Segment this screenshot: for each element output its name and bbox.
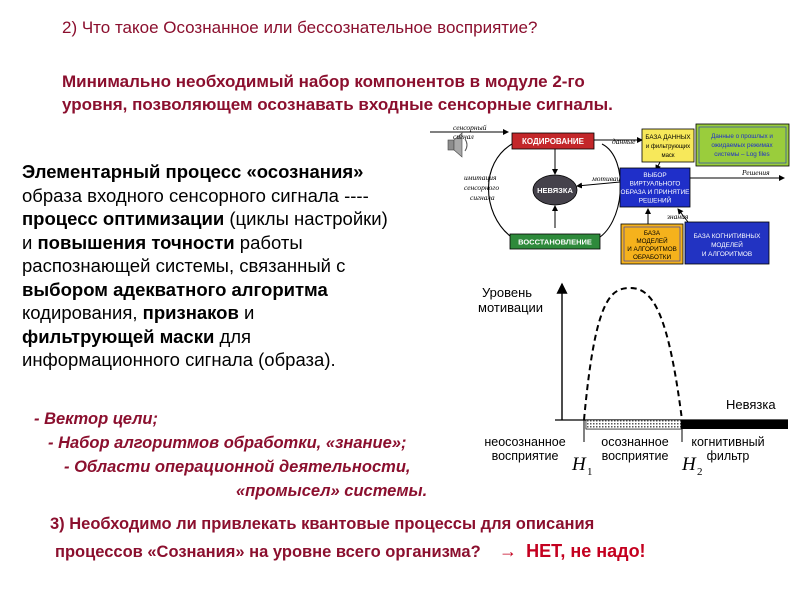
past-data-box: Данные о прошлых и ожидаемых режимах сис… (695, 123, 790, 167)
models-label-3: И АЛГОРИТМОВ (627, 246, 677, 253)
past-data-label-1: Данные о прошлых и (711, 133, 773, 140)
zone-cognitive-1: когнитивный (691, 435, 764, 449)
sensory-signal-label-1: сенсорный (453, 123, 487, 132)
database-label-1: БАЗА ДАННЫХ (645, 134, 691, 141)
arrow-cognitive-choice (677, 208, 689, 223)
imitation-label-1: имитация (464, 173, 497, 182)
imitation-label-3: сигнала (470, 193, 495, 202)
list-item-4: «промысел» системы. (236, 482, 428, 500)
y-axis-label-1: Уровень (482, 285, 532, 300)
decisions-label: Решения (741, 168, 770, 177)
h1-label: H (571, 454, 587, 475)
list-item-3: - Области операционной деятельности, (64, 458, 411, 476)
cognitive-base-box: БАЗА КОГНИТИВНЫХ МОДЕЛЕЙ И АЛГОРИТМОВ (684, 221, 770, 265)
subtitle: Минимально необходимый набор компонентов… (62, 70, 762, 116)
models-base-box: БАЗА МОДЕЛЕЙ И АЛГОРИТМОВ ОБРАБОТКИ (620, 223, 684, 265)
motivation-label: мотивация (591, 174, 628, 183)
choice-label-3: ОБРАЗА И ПРИНЯТИЕ (621, 189, 690, 196)
zone-unconscious-1: неосознанное (484, 435, 565, 449)
models-label-2: МОДЕЛЕЙ (636, 236, 668, 245)
list-item-2: - Набор алгоритмов обработки, «знание»; (48, 434, 407, 452)
database-label-3: маск (661, 153, 674, 159)
goal-list: - Вектор цели; (34, 410, 158, 429)
question-2: 2) Что такое Осознанное или бессознатель… (62, 18, 538, 37)
arrow-motivation (576, 181, 621, 189)
h2-subscript: 2 (697, 466, 703, 478)
mismatch-label: НЕВЯЗКА (537, 186, 573, 195)
zone-unconscious-2: восприятие (492, 449, 559, 463)
arrow-icon: → (499, 541, 517, 561)
bar-cognitive (681, 420, 788, 429)
list-item-1: - Вектор цели; (34, 410, 158, 428)
knowledge-label: знания (666, 212, 689, 221)
speaker-icon[interactable] (447, 132, 468, 158)
body-line-5: распознающей системы, связанный с (22, 255, 346, 276)
models-label-4: ОБРАБОТКИ (633, 254, 671, 261)
body-line-8: фильтрующей маски для (22, 325, 252, 347)
imitation-label-2: сенсорного (464, 183, 499, 192)
processing-diagram: сенсорный сигнал имитация сенсорного сиг… (430, 123, 790, 265)
past-data-label-3: системы – Log files (714, 151, 769, 158)
choice-label-1: ВЫБОР (643, 172, 666, 179)
data-label: данные (612, 137, 636, 146)
body-line-3: процесс оптимизации (циклы настройки) (22, 208, 388, 229)
right-cycle-curve (594, 143, 621, 241)
x-axis-label: Невязка (726, 397, 776, 412)
past-data-label-2: ожидаемых режимах (711, 142, 773, 149)
models-label-1: БАЗА (644, 230, 661, 237)
cognitive-label-3: И АЛГОРИТМОВ (702, 251, 752, 258)
question-3-line-1: 3) Необходимо ли привлекать квантовые пр… (50, 515, 595, 533)
bar-conscious (585, 419, 682, 430)
zone-conscious-1: осознанное (601, 435, 668, 449)
motivation-diagram: Уровень мотивации Невязка H 1 H 2 неосоз… (478, 282, 788, 478)
question-3-line-2: процессов «Сознания» на уровне всего орг… (55, 541, 646, 561)
body-line-9: информационного сигнала (образа). (22, 349, 336, 370)
zone-cognitive-2: фильтр (707, 449, 750, 463)
body-line-4: и повышения точности работы (22, 231, 303, 253)
subtitle-line-2: уровня, позволяющем осознавать входные с… (62, 95, 613, 114)
restoration-box: ВОССТАНОВЛЕНИЕ (509, 233, 601, 250)
answer: НЕТ, не надо! (526, 541, 646, 561)
restoration-label: ВОССТАНОВЛЕНИЕ (518, 238, 592, 247)
choice-label-4: РЕШЕНИЙ (639, 196, 672, 205)
main-text: Элементарный процесс «осознания» образа … (22, 160, 467, 372)
body-line-1: Элементарный процесс «осознания» (22, 161, 364, 182)
cognitive-label-2: МОДЕЛЕЙ (711, 240, 743, 249)
sensory-signal-label-2: сигнал (453, 132, 474, 141)
h2-label: H (681, 454, 697, 475)
motivation-curve (583, 286, 683, 421)
choice-box: ВЫБОР ВИРТУАЛЬНОГО ОБРАЗА И ПРИНЯТИЕ РЕШ… (619, 167, 691, 208)
subtitle-line-1: Минимально необходимый набор компонентов… (62, 72, 585, 91)
y-axis-label-2: мотивации (478, 300, 543, 315)
coding-box: КОДИРОВАНИЕ (511, 132, 595, 150)
left-cycle-curve (487, 143, 513, 237)
choice-label-2: ВИРТУАЛЬНОГО (630, 181, 681, 188)
coding-label: КОДИРОВАНИЕ (522, 137, 585, 146)
body-line-7: кодирования, признаков и (22, 302, 255, 323)
body-line-2: образа входного сенсорного сигнала ---- (22, 184, 369, 206)
database-label-2: и фильтрующих (646, 144, 690, 150)
h1-subscript: 1 (587, 466, 593, 478)
body-line-6: выбором адекватного алгоритма (22, 278, 328, 300)
database-box: БАЗА ДАННЫХ и фильтрующих маск (641, 128, 695, 163)
mismatch-node: НЕВЯЗКА (532, 174, 578, 206)
zone-conscious-2: восприятие (602, 449, 669, 463)
cognitive-label-1: БАЗА КОГНИТИВНЫХ (694, 233, 761, 240)
